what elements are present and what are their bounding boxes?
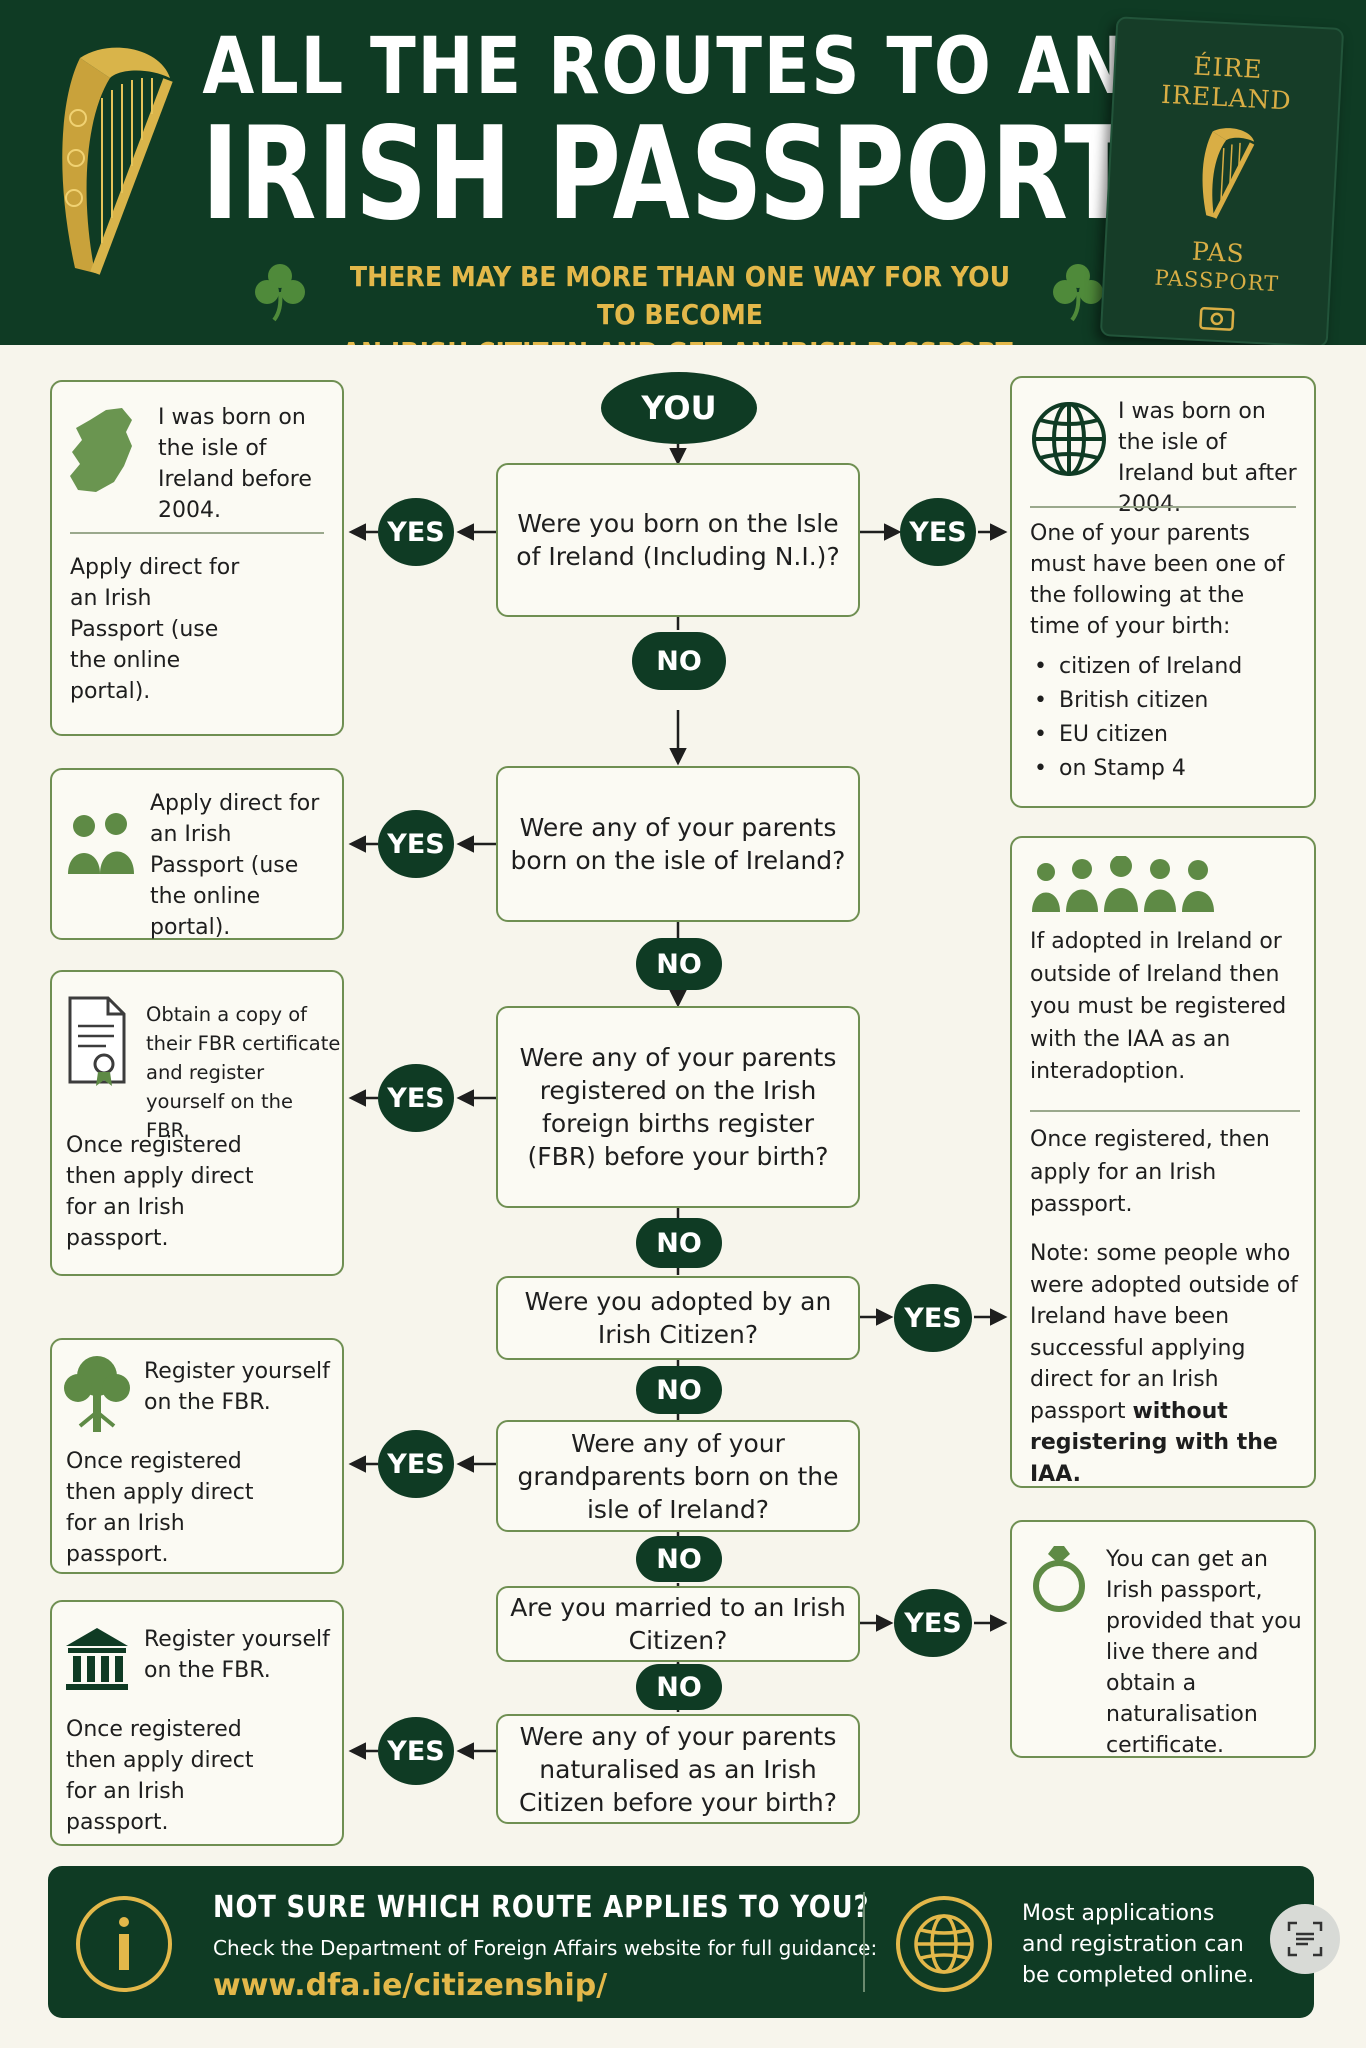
outcome-naturalised: Register yourself on the FBR. Once regis…	[50, 1600, 344, 1846]
no-badge: NO	[636, 1366, 722, 1414]
question-grandparents: Were any of your grandparents born on th…	[496, 1420, 860, 1532]
footer-heading: NOT SURE WHICH ROUTE APPLIES TO YOU?	[213, 1890, 870, 1925]
family-tree-icon	[64, 1356, 130, 1432]
yes-badge: YES	[894, 1284, 972, 1352]
shamrock-icon	[1053, 264, 1103, 322]
list-item: British citizen	[1034, 684, 1304, 718]
outcome-grandparents: Register yourself on the FBR. Once regis…	[50, 1338, 344, 1574]
list-item: citizen of Ireland	[1034, 650, 1304, 684]
subtitle: THERE MAY BE MORE THAN ONE WAY FOR YOU T…	[342, 260, 1019, 345]
harp-icon	[1202, 128, 1255, 219]
question-married: Are you married to an Irish Citizen?	[496, 1586, 860, 1662]
no-badge: NO	[636, 1536, 722, 1582]
yes-badge: YES	[894, 1589, 972, 1657]
passport-image: ÉIRE IRELAND PAS PASSPORT	[1099, 16, 1345, 345]
info-icon	[76, 1896, 172, 1992]
yes-badge: YES	[378, 1717, 454, 1785]
yes-badge: YES	[378, 498, 454, 566]
shamrock-icon	[255, 264, 305, 322]
parent-status-list: citizen of Ireland British citizen EU ci…	[1034, 650, 1304, 786]
footer-online-note: Most applications and registration can b…	[1022, 1901, 1255, 1988]
yes-badge: YES	[378, 810, 454, 878]
chip-icon	[1199, 306, 1235, 331]
globe-icon	[1032, 402, 1106, 476]
list-item: EU citizen	[1034, 718, 1304, 752]
no-badge: NO	[636, 1218, 722, 1268]
globe-icon	[896, 1896, 992, 1992]
ring-icon	[1033, 1546, 1085, 1612]
page-title-line1: ALL THE ROUTES TO AN	[202, 22, 1130, 112]
list-item: on Stamp 4	[1034, 752, 1304, 786]
no-badge: NO	[636, 1664, 722, 1710]
certificate-icon	[68, 996, 126, 1086]
page-title-line2: IRISH PASSPORT	[201, 100, 1134, 249]
yes-badge: YES	[378, 1430, 454, 1498]
header-banner: ALL THE ROUTES TO AN IRISH PASSPORT THER…	[0, 0, 1366, 345]
question-adopted: Were you adopted by an Irish Citizen?	[496, 1276, 860, 1360]
adoption-note: Note: some people who were adopted outsi…	[1030, 1241, 1298, 1487]
scan-text-icon	[1287, 1921, 1323, 1957]
outcome-born-before-2004: I was born on the isle of Ireland before…	[50, 380, 344, 736]
outcome-born-after-2004: I was born on the isle of Ireland but af…	[1010, 376, 1316, 808]
yes-badge: YES	[900, 498, 976, 566]
question-parents-naturalised: Were any of your parents naturalised as …	[496, 1714, 860, 1824]
scan-text-button[interactable]	[1270, 1904, 1340, 1974]
footer-banner: NOT SURE WHICH ROUTE APPLIES TO YOU? Che…	[48, 1866, 1314, 2018]
family-icon	[68, 813, 134, 874]
footer-subtext: Check the Department of Foreign Affairs …	[213, 1936, 878, 1960]
no-badge: NO	[632, 632, 726, 690]
outcome-parents-born: Apply direct for an Irish Passport (use …	[50, 768, 344, 940]
question-born-isle: Were you born on the Isle of Ireland (In…	[496, 463, 860, 617]
outcome-adoption: If adopted in Ireland or outside of Irel…	[1010, 836, 1316, 1488]
harp-icon	[62, 47, 173, 275]
question-parents-born: Were any of your parents born on the isl…	[496, 766, 860, 922]
family-group-icon	[1032, 856, 1214, 912]
no-badge: NO	[636, 938, 722, 990]
yes-badge: YES	[378, 1064, 454, 1132]
dfa-link[interactable]: www.dfa.ie/citizenship/	[213, 1968, 608, 2003]
outcome-fbr-parents: Obtain a copy of their FBR certificate a…	[50, 970, 344, 1276]
outcome-married: You can get an Irish passport, provided …	[1010, 1520, 1316, 1758]
question-parents-fbr: Were any of your parents registered on t…	[496, 1006, 860, 1208]
government-building-icon	[66, 1628, 128, 1690]
ireland-map-icon	[70, 408, 132, 492]
start-node-you: YOU	[601, 372, 757, 444]
